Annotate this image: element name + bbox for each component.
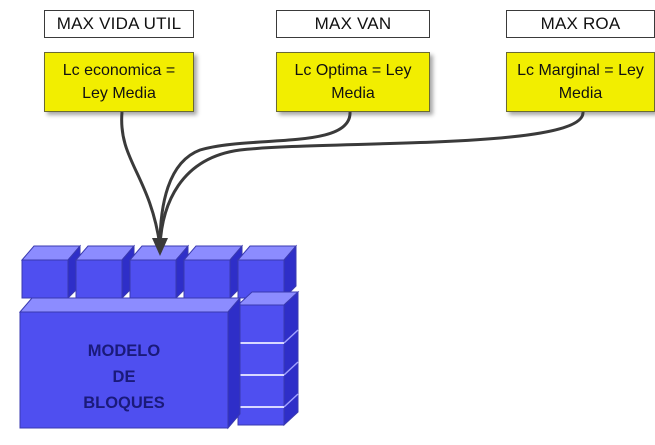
header-label: MAX ROA <box>540 14 621 33</box>
block-stack-right <box>236 290 300 427</box>
header-max-vida-util: MAX VIDA UTIL <box>44 10 194 38</box>
model-label-line: DE <box>112 368 136 386</box>
arrow-marginal <box>158 111 585 247</box>
box-line: Media <box>331 85 375 102</box>
header-max-van: MAX VAN <box>276 10 430 38</box>
arrows <box>120 111 585 247</box>
block-cube <box>182 244 244 300</box>
box-line: Media <box>558 85 603 102</box>
block-main <box>18 296 242 430</box>
block-cube <box>20 244 82 300</box>
block-cube <box>236 244 298 300</box>
header-label: MAX VIDA UTIL <box>56 14 182 33</box>
box-lc-optima: Lc Optima = Ley Media <box>276 52 430 112</box>
block-cube <box>74 244 136 300</box>
box-lc-marginal: Lc Marginal = Ley Media <box>506 52 655 112</box>
block-row-top <box>20 244 298 300</box>
block-cube <box>128 244 190 300</box>
box-line: Ley Media <box>82 85 156 102</box>
model-label-line: MODELO <box>87 342 161 360</box>
header-max-roa: MAX ROA <box>506 10 655 38</box>
box-lc-economica: Lc economica = Ley Media <box>44 52 194 112</box>
model-label: MODELO DE BLOQUES <box>20 338 228 416</box>
box-line: Lc Optima = Ley <box>294 62 412 79</box>
arrow-head <box>152 238 168 256</box>
model-label-line: BLOQUES <box>83 394 165 412</box>
box-line: Lc economica = <box>62 62 176 79</box>
arrow-optima <box>158 111 352 247</box>
arrow-economica <box>120 111 162 247</box>
header-label: MAX VAN <box>314 14 392 33</box>
box-line: Lc Marginal = Ley <box>517 62 644 79</box>
